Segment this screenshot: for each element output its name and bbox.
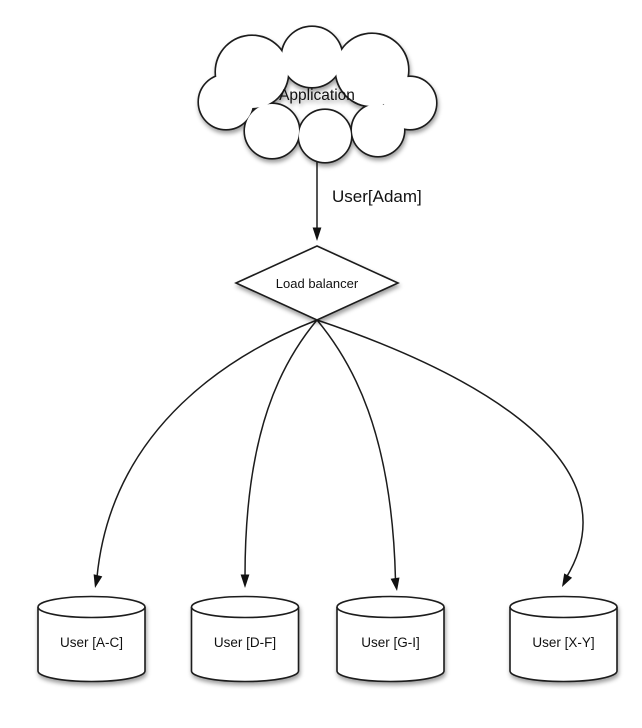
arrowhead-down-icon	[390, 577, 400, 591]
shard-gi-label: User [G-I]	[361, 635, 420, 650]
cylinder-body	[336, 607, 445, 683]
cylinder-top	[190, 595, 300, 619]
db-node-shard-df: User [D-F]	[190, 595, 300, 683]
load-balancer-label: Load balancer	[276, 276, 359, 291]
edge-line	[316, 319, 397, 581]
application-label: Application	[279, 87, 355, 104]
edge-line	[244, 319, 318, 577]
diamond-shape	[234, 245, 400, 321]
edge-label-user-adam: User[Adam]	[332, 187, 422, 206]
edge-line	[316, 319, 584, 579]
cylinder-body	[190, 607, 300, 683]
cylinder-top	[37, 595, 146, 619]
cylinder-body	[509, 607, 618, 683]
arrowhead-down-icon	[93, 574, 103, 588]
load-balancer-node: Load balancer	[234, 245, 400, 321]
application-cloud-node: Application	[197, 25, 438, 164]
edge-loadbalancer-to-shard-gi	[316, 319, 400, 591]
cylinder-top	[509, 595, 618, 619]
arrowhead-down-icon	[562, 573, 573, 587]
shard-xy-label: User [X-Y]	[532, 635, 594, 650]
cylinder-top	[336, 595, 445, 619]
edge-loadbalancer-to-shard-xy	[316, 319, 584, 587]
edge-application-to-loadbalancer	[312, 160, 322, 241]
arrowhead-down-icon	[312, 227, 322, 241]
cylinder-body	[37, 607, 146, 683]
db-node-shard-gi: User [G-I]	[336, 595, 445, 683]
edge-line	[96, 319, 318, 578]
cloud-shape	[197, 25, 438, 164]
db-node-shard-xy: User [X-Y]	[509, 595, 618, 683]
shard-df-label: User [D-F]	[214, 635, 276, 650]
shard-ac-label: User [A-C]	[60, 635, 123, 650]
arrowhead-down-icon	[240, 574, 250, 588]
edge-loadbalancer-to-shard-ac	[93, 319, 318, 588]
db-node-shard-ac: User [A-C]	[37, 595, 146, 683]
edge-loadbalancer-to-shard-df	[240, 319, 318, 588]
